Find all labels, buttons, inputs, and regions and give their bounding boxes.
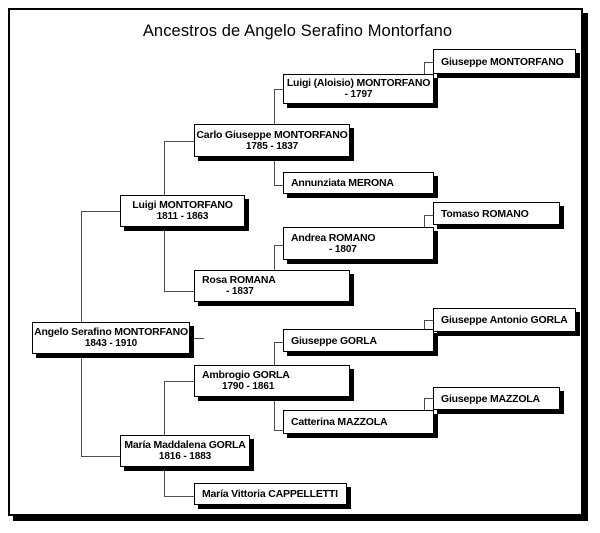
person-name: Giuseppe MONTORFANO [441,55,564,68]
person-dates: - 1797 [344,89,373,100]
connector-andrea-to-tomaso [424,215,433,216]
chart-frame: Ancestros de Angelo Serafino Montorfano [8,8,583,516]
connector-to-mariamaddalena [81,456,120,457]
person-dates: 1785 - 1837 [245,140,299,152]
connector-carlo-to-luigialoisio [274,89,283,90]
person-name: Carlo Giuseppe MONTORFANO [196,128,348,141]
connector-carlo-to-annunziata [274,185,283,186]
connector-maria-to-ambrogio [164,381,194,382]
person-dates: 1790 - 1861 [222,381,275,392]
person-box-rosa-romana[interactable]: Rosa ROMANA - 1837 [194,270,350,302]
person-name: Tomaso ROMANO [441,207,529,220]
page-title: Ancestros de Angelo Serafino Montorfano [142,22,453,40]
person-box-giuseppe-antonio-gorla[interactable]: Giuseppe Antonio GORLA [433,308,576,332]
connector-rosa-to-andrea [274,245,283,246]
connector-angelo-out [190,338,204,339]
person-dates: - 1807 [329,243,357,255]
person-name: Andrea ROMANO [291,231,376,244]
person-name: María Maddalena GORLA [124,439,246,451]
person-name: Ambrogio GORLA [202,369,290,381]
person-name: Giuseppe GORLA [291,334,377,347]
person-box-maria-maddalena-gorla[interactable]: María Maddalena GORLA 1816 - 1883 [120,435,250,467]
person-box-maria-vittoria-cappelletti[interactable]: María Vittoria CAPPELLETTI [194,483,347,505]
connector-maria-to-cappelletti [164,496,194,497]
person-name: María Vittoria CAPPELLETTI [202,488,338,500]
person-box-giuseppe-montorfano[interactable]: Giuseppe MONTORFANO [433,49,576,74]
person-box-tomaso-romano[interactable]: Tomaso ROMANO [433,202,560,225]
person-dates: 1816 - 1883 [158,451,212,462]
person-box-annunziata-merona[interactable]: Annunziata MERONA [283,172,434,194]
person-box-catterina-mazzola[interactable]: Catterina MAZZOLA [283,410,434,434]
person-box-giuseppe-mazzola[interactable]: Giuseppe MAZZOLA [433,387,560,410]
connector-rosa-spine [274,245,275,291]
person-name: Angelo Serafino MONTORFANO [34,326,188,338]
person-name: Catterina MAZZOLA [291,416,388,428]
person-box-angelo-serafino-montorfano[interactable]: Angelo Serafino MONTORFANO 1843 - 1910 [32,322,190,354]
person-box-luigi-montorfano[interactable]: Luigi MONTORFANO 1811 - 1863 [120,195,245,227]
connector-ambrogio-to-giuseppegorla [274,342,283,343]
person-box-luigi-aloisio-montorfano[interactable]: Luigi (Aloisio) MONTORFANO - 1797 [283,74,434,104]
person-name: Annunziata MERONA [291,177,394,189]
person-name: Luigi MONTORFANO [132,199,233,211]
person-box-giuseppe-gorla[interactable]: Giuseppe GORLA [283,329,434,352]
connector-ambrogio-to-catterina [274,430,283,431]
connector-luigi-to-carlo [164,141,194,142]
connector-luigialoisio-to-giuseppe [424,62,433,63]
person-box-andrea-romano[interactable]: Andrea ROMANO - 1807 [283,227,434,260]
person-name: Giuseppe Antonio GORLA [441,314,568,326]
person-dates: 1843 - 1910 [84,338,138,349]
connector-catterina-to-giuseppemazzola [424,398,433,399]
person-dates: - 1837 [226,286,254,297]
person-name: Giuseppe MAZZOLA [441,392,540,405]
person-name: Rosa ROMANA [202,274,276,286]
connector-giuseppegorla-to-antonio [424,320,433,321]
person-name: Luigi (Aloisio) MONTORFANO [286,77,431,89]
connector-luigi-to-rosa [164,291,194,292]
person-box-ambrogio-gorla[interactable]: Ambrogio GORLA 1790 - 1861 [194,365,350,397]
connector-to-luigi [81,211,120,212]
person-dates: 1811 - 1863 [156,211,209,222]
person-box-carlo-giuseppe-montorfano[interactable]: Carlo Giuseppe MONTORFANO 1785 - 1837 [194,124,350,157]
